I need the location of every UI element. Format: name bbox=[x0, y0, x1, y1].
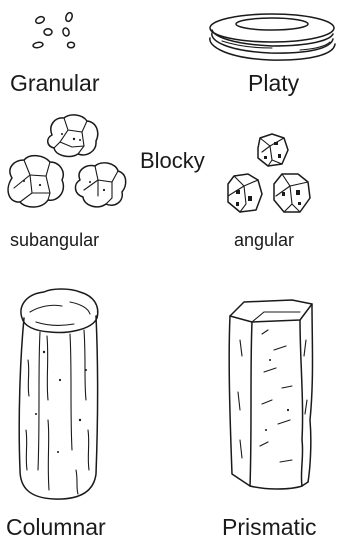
columnar-illustration bbox=[19, 289, 98, 499]
prismatic-illustration bbox=[229, 300, 312, 489]
platy-label: Platy bbox=[248, 72, 299, 95]
granular-label: Granular bbox=[10, 72, 99, 95]
angular-label: angular bbox=[234, 231, 294, 249]
prismatic-label: Prismatic bbox=[222, 516, 317, 539]
platy-illustration bbox=[210, 14, 335, 60]
subangular-label: subangular bbox=[10, 231, 99, 249]
blocky-label: Blocky bbox=[140, 150, 205, 172]
angular-illustration bbox=[228, 134, 310, 212]
granular-illustration bbox=[33, 12, 75, 49]
columnar-label: Columnar bbox=[6, 516, 106, 539]
subangular-illustration bbox=[8, 115, 126, 207]
